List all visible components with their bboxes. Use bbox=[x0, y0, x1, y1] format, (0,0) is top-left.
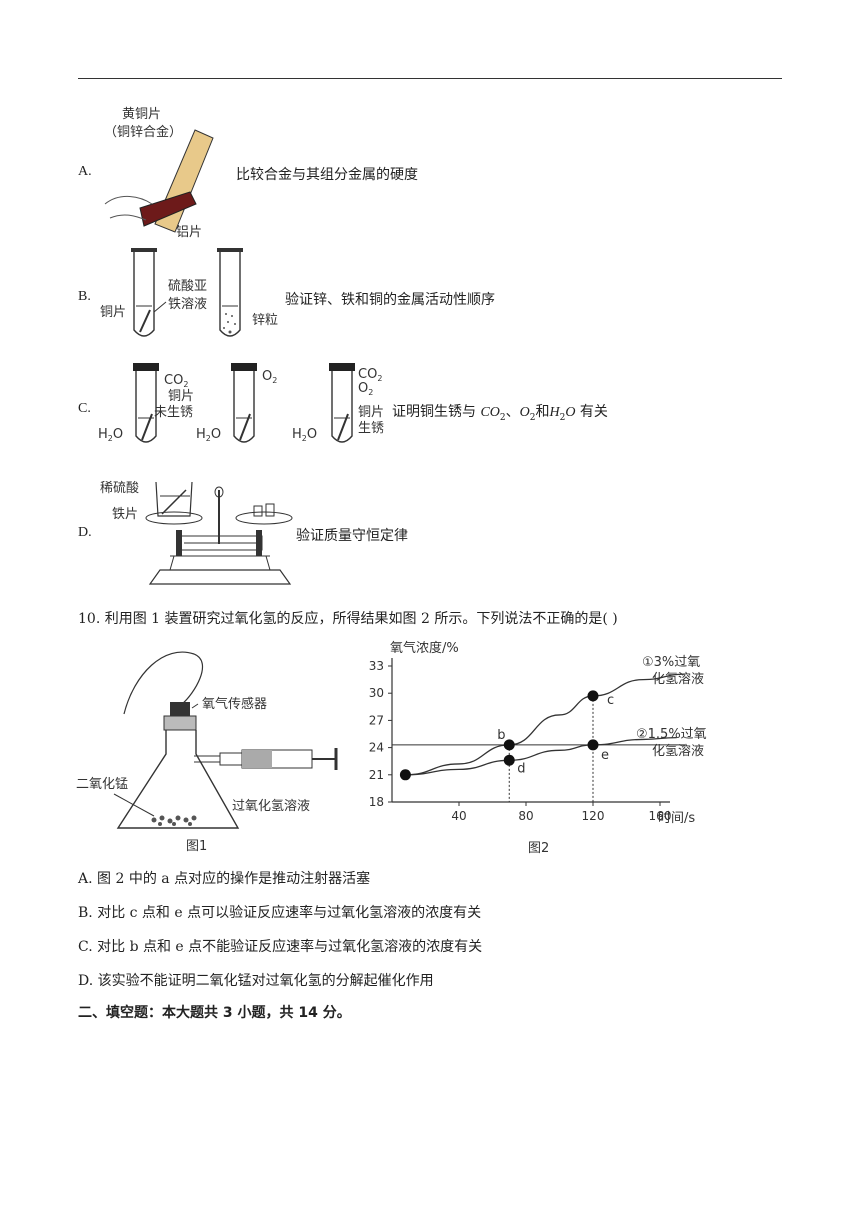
option-d-figure: 稀硫酸 铁片 bbox=[100, 481, 293, 585]
mno2-particles bbox=[151, 815, 197, 826]
series-2-label-b: 化氢溶液 bbox=[652, 744, 704, 759]
data-point-e bbox=[587, 739, 599, 751]
point-label-b: b bbox=[497, 728, 505, 743]
label-feso4-1: 硫酸亚 bbox=[168, 279, 207, 294]
x-tick-label: 80 bbox=[518, 809, 533, 823]
y-tick-label: 30 bbox=[369, 686, 384, 700]
figure-1-caption: 图1 bbox=[186, 839, 207, 854]
choice-b[interactable]: B. 对比 c 点和 e 点可以验证反应速率与过氧化氢溶液的浓度有关 bbox=[78, 905, 482, 921]
data-point-b bbox=[503, 739, 515, 751]
svg-text:H2O: H2O bbox=[98, 427, 123, 443]
label-no-rust: 未生锈 bbox=[154, 405, 193, 420]
x-tick-label: 120 bbox=[582, 809, 605, 823]
y-tick-label: 24 bbox=[369, 741, 384, 755]
stopper bbox=[163, 715, 197, 731]
option-c-text: 证明铜生锈与 CO2、O2和H2O 有关 bbox=[392, 404, 608, 423]
option-a-letter: A. bbox=[78, 164, 92, 179]
label-copper-c3: 铜片 bbox=[358, 405, 384, 420]
option-b-figure: 硫酸亚 铁溶液 铜片 锌粒 bbox=[100, 248, 278, 337]
data-point-d bbox=[503, 754, 515, 766]
x-tick-label: 40 bbox=[451, 809, 466, 823]
svg-text:CO2: CO2 bbox=[358, 367, 382, 383]
y-tick-label: 27 bbox=[369, 713, 384, 727]
option-a-text: 比较合金与其组分金属的硬度 bbox=[236, 167, 418, 183]
svg-text:CO2: CO2 bbox=[164, 373, 188, 389]
option-d-text: 验证质量守恒定律 bbox=[296, 528, 408, 544]
point-label-c: c bbox=[607, 693, 614, 708]
point-label-e: e bbox=[601, 748, 609, 763]
y-tick-label: 18 bbox=[369, 795, 384, 809]
choice-d[interactable]: D. 该实验不能证明二氧化锰对过氧化氢的分解起催化作用 bbox=[78, 973, 434, 989]
choice-c[interactable]: C. 对比 b 点和 e 点不能验证反应速率与过氧化氢溶液的浓度有关 bbox=[78, 939, 483, 955]
conical-flask bbox=[116, 730, 240, 829]
choice-a[interactable]: A. 图 2 中的 a 点对应的操作是推动注射器活塞 bbox=[78, 871, 371, 887]
hand-outline bbox=[104, 196, 153, 221]
aluminum-strip bbox=[139, 191, 197, 227]
option-d-letter: D. bbox=[78, 525, 92, 540]
label-dilute-h2so4: 稀硫酸 bbox=[100, 481, 139, 496]
svg-text:O2: O2 bbox=[358, 381, 373, 397]
option-a-figure: 黄铜片 （铜锌合金） 铝片 bbox=[104, 107, 214, 240]
option-b-text: 验证锌、铁和铜的金属活动性顺序 bbox=[285, 292, 495, 308]
label-rusted: 生锈 bbox=[358, 421, 384, 436]
option-c-figure: CO2 铜片 未生锈 H2O O2 H2O CO2 O2 铜片 生锈 H2O bbox=[98, 363, 384, 443]
series-1-label-b: 化氢溶液 bbox=[652, 672, 704, 687]
figure-1: 氧气传感器 二氧化锰 过氧化氢溶液 图1 bbox=[76, 651, 338, 854]
option-b-letter: B. bbox=[78, 289, 91, 304]
chart-xlabel: 时间/s bbox=[658, 811, 695, 826]
copper-strip bbox=[139, 309, 151, 333]
y-tick-label: 21 bbox=[369, 768, 384, 782]
label-copper: 铜片 bbox=[100, 305, 126, 320]
label-o2-sensor: 氧气传感器 bbox=[202, 696, 267, 712]
series-2-label-a: ②1.5%过氧 bbox=[636, 727, 707, 742]
y-tick-label: 33 bbox=[369, 659, 384, 673]
figure-2-caption: 图2 bbox=[528, 841, 549, 856]
label-copper-c1: 铜片 bbox=[168, 389, 194, 404]
data-point-c bbox=[587, 690, 599, 702]
chart-ylabel: 氧气浓度/% bbox=[390, 640, 459, 656]
series-line-1 bbox=[405, 673, 686, 776]
series-1-label-a: ①3%过氧 bbox=[642, 655, 700, 670]
sensor-cable bbox=[123, 651, 204, 715]
label-brass-alloy: （铜锌合金） bbox=[104, 124, 182, 140]
option-c-letter: C. bbox=[78, 401, 91, 416]
series-line-2 bbox=[405, 736, 677, 776]
label-feso4-2: 铁溶液 bbox=[168, 297, 207, 312]
label-zinc: 锌粒 bbox=[252, 313, 278, 328]
x-tick-label: 160 bbox=[649, 809, 672, 823]
section-2-heading: 二、填空题：本大题共 3 小题，共 14 分。 bbox=[78, 1005, 351, 1021]
svg-text:O2: O2 bbox=[262, 369, 277, 385]
label-aluminum: 铝片 bbox=[176, 225, 202, 240]
header-rule bbox=[78, 78, 782, 79]
svg-text:H2O: H2O bbox=[292, 427, 317, 443]
data-point-a bbox=[399, 769, 411, 781]
question-10-stem: 10. 利用图 1 装置研究过氧化氢的反应，所得结果如图 2 所示。下列说法不正… bbox=[78, 611, 618, 627]
point-label-d: d bbox=[517, 761, 525, 776]
sensor-head bbox=[170, 702, 190, 716]
label-h2o2: 过氧化氢溶液 bbox=[232, 799, 310, 814]
svg-text:H2O: H2O bbox=[196, 427, 221, 443]
label-brass: 黄铜片 bbox=[122, 107, 161, 122]
label-mno2: 二氧化锰 bbox=[76, 777, 128, 792]
label-iron-strip: 铁片 bbox=[112, 507, 138, 522]
